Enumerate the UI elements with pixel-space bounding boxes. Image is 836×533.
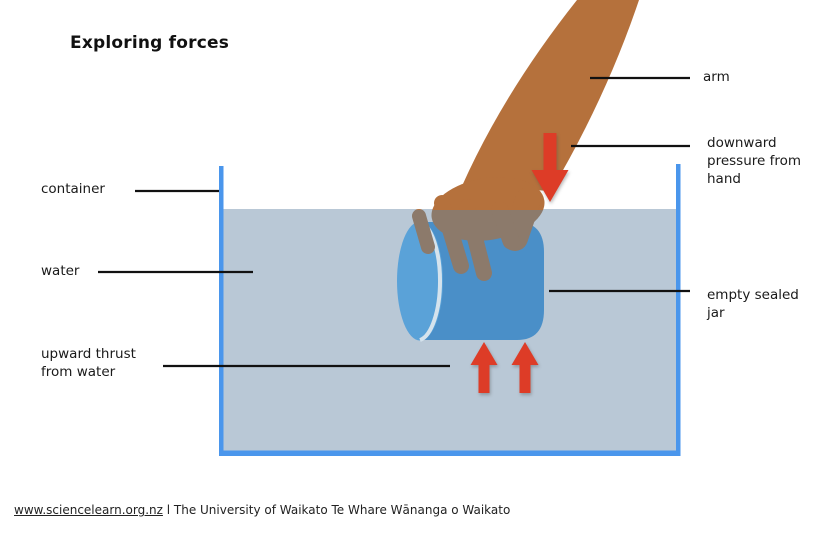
upward-thrust-arrow-right (511, 342, 539, 393)
page-title: Exploring forces (70, 33, 230, 53)
label-empty-sealed-jar: empty sealed jar (707, 287, 799, 321)
container-left-wall (219, 166, 224, 456)
container-bottom (219, 450, 681, 456)
label-container: container (41, 181, 105, 197)
leader-lines (98, 76, 690, 368)
footer-link[interactable]: www.sciencelearn.org.nz (14, 503, 163, 517)
label-water: water (41, 263, 80, 279)
container-outline (219, 164, 681, 456)
upward-thrust-arrow-left (470, 342, 498, 393)
container-right-wall (676, 164, 681, 456)
footer-attribution-text: l The University of Waikato Te Whare Wān… (162, 503, 511, 517)
force-arrows (470, 133, 569, 393)
downward-pressure-arrow (531, 133, 569, 202)
label-arm: arm (703, 69, 730, 85)
label-downward-pressure: downward pressure from hand (707, 135, 802, 187)
label-upward-thrust: upward thrust from water (41, 346, 136, 380)
footer: www.sciencelearn.org.nz l The University… (14, 503, 510, 517)
